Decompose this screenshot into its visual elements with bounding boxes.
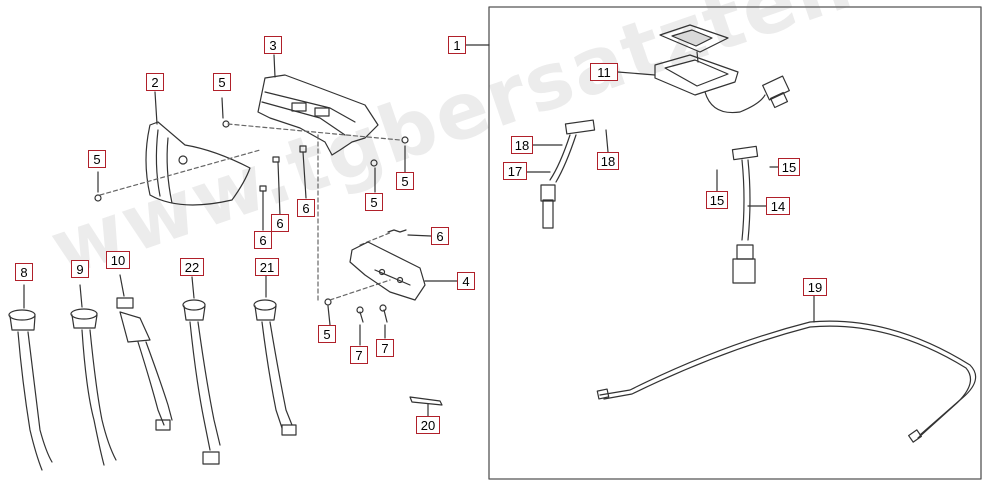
callout-9: 9	[71, 260, 89, 278]
callout-17: 17	[503, 162, 527, 180]
part-19-speedometer-cable[interactable]	[596, 295, 977, 443]
part-17-harness[interactable]	[523, 119, 609, 229]
part-22-bulb-socket[interactable]	[182, 276, 221, 465]
callout-14: 14	[766, 197, 790, 215]
callout-5-c: 5	[365, 193, 383, 211]
callout-5-a: 5	[213, 73, 231, 91]
callout-22: 22	[180, 258, 204, 276]
callout-1: 1	[448, 36, 466, 54]
callout-15-b: 15	[706, 191, 728, 209]
callout-10: 10	[106, 251, 130, 269]
callout-4: 4	[457, 272, 475, 290]
callout-15-a: 15	[778, 158, 800, 176]
assembly-lines	[99, 123, 401, 301]
callout-11: 11	[590, 63, 618, 81]
part-21-bulb-socket[interactable]	[253, 275, 297, 436]
callout-18-a: 18	[511, 136, 533, 154]
callout-6-d: 6	[431, 227, 449, 245]
callout-18-b: 18	[597, 152, 619, 170]
callout-6-c: 6	[297, 199, 315, 217]
part-14-harness[interactable]	[716, 145, 779, 284]
screws-7[interactable]	[356, 304, 388, 346]
callout-5-b: 5	[88, 150, 106, 168]
callout-6-a: 6	[271, 214, 289, 232]
part-10-switch[interactable]	[116, 274, 173, 431]
callout-5-e: 5	[318, 325, 336, 343]
part-20-pin[interactable]	[409, 396, 443, 419]
part-4-bracket[interactable]	[349, 241, 458, 301]
part-11-speedometer[interactable]	[617, 24, 790, 114]
callout-21: 21	[255, 258, 279, 276]
callout-3: 3	[264, 36, 282, 54]
part-2-headlight-cover[interactable]	[145, 91, 251, 206]
part-8-bulb-socket[interactable]	[8, 284, 53, 471]
callout-8: 8	[15, 263, 33, 281]
callout-20: 20	[416, 416, 440, 434]
callout-7-b: 7	[376, 339, 394, 357]
assembly-frame	[488, 6, 982, 480]
callout-5-d: 5	[396, 172, 414, 190]
callout-2: 2	[146, 73, 164, 91]
callout-19: 19	[803, 278, 827, 296]
part-9-bulb-socket[interactable]	[70, 284, 117, 466]
part-3-upper-housing[interactable]	[257, 54, 379, 156]
clips-6[interactable]	[259, 145, 432, 237]
callout-7-a: 7	[350, 346, 368, 364]
callout-6-b: 6	[254, 231, 272, 249]
screws-5[interactable]	[94, 97, 409, 326]
